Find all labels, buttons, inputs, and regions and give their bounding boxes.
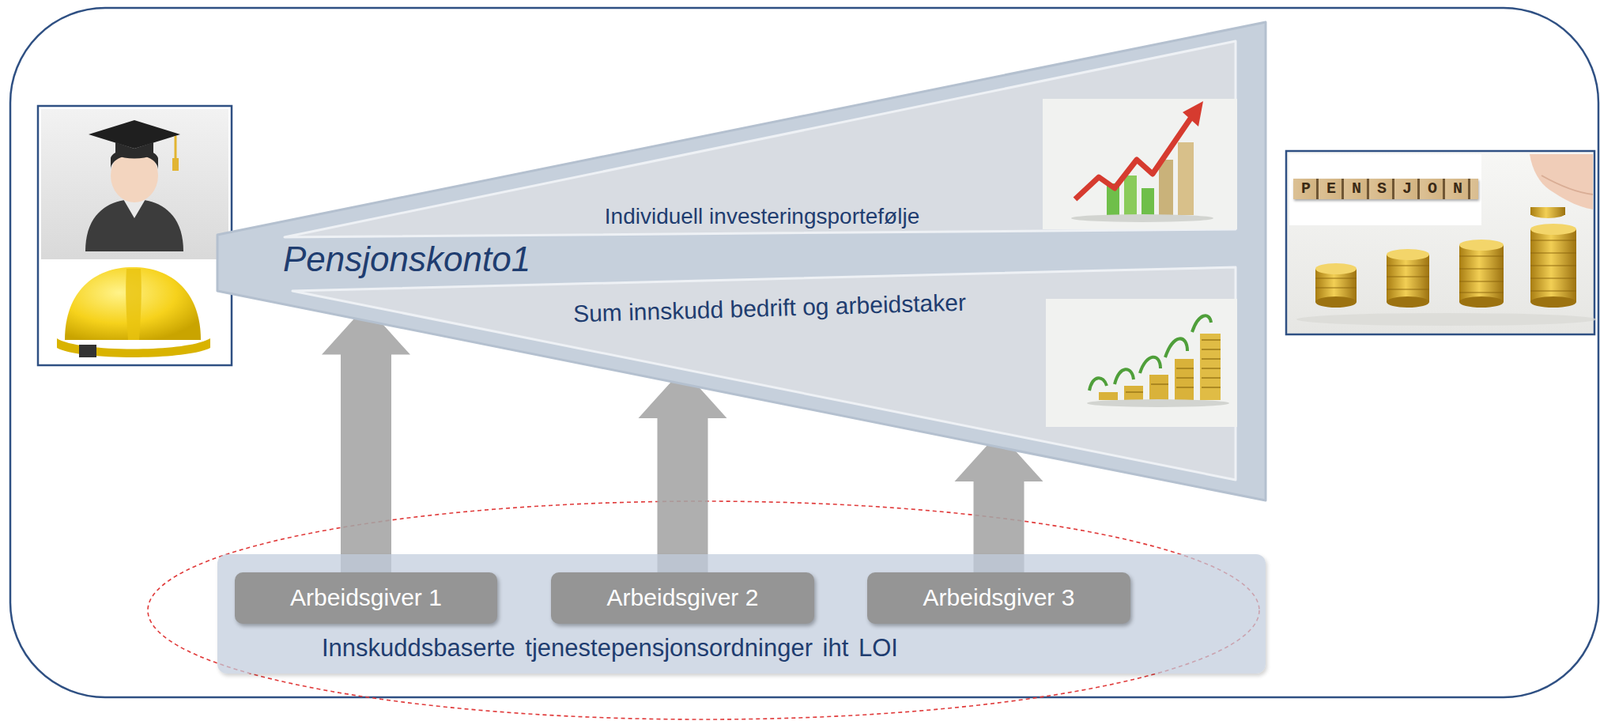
person-icon-part	[115, 142, 154, 159]
coin-growth-picture-part	[1124, 385, 1144, 400]
growth-chart-picture-part	[1158, 159, 1174, 216]
person-icon-part	[85, 199, 184, 252]
pension-photo-part-part	[1386, 296, 1430, 308]
person-icon-part	[56, 338, 211, 358]
person-icon-part	[37, 105, 232, 366]
coin-growth-picture-part	[1045, 298, 1238, 427]
pension-photo-part-part	[1315, 263, 1357, 275]
pension-photo-part	[1529, 154, 1593, 210]
employer-box: Arbeidsgiver 2	[550, 572, 815, 624]
coin-growth-picture	[1045, 298, 1238, 427]
employer-box: Arbeidsgiver 3	[867, 572, 1131, 624]
portfolio-wedge: Individuell investeringsportefølje	[284, 41, 1236, 238]
coin-growth-picture-part	[1098, 392, 1118, 400]
pension-photo-part-part	[1530, 223, 1577, 235]
coin-growth-picture-part	[1086, 399, 1230, 408]
coin-growth-picture-part	[1200, 333, 1221, 400]
pension-photo-part-part	[1459, 245, 1504, 302]
pension-photo-part-part	[1315, 296, 1357, 308]
person-icon-part	[88, 120, 181, 149]
pension-photo	[1286, 150, 1597, 335]
portfolio-wedge-shape-part	[1042, 98, 1238, 230]
node-label: Arbeidsgiver 1	[290, 584, 442, 612]
contribution-wedge: Sum innskudd bedrift og arbeidstaker	[292, 267, 1236, 480]
coin-growth-picture-part	[1174, 358, 1194, 400]
flow-arrow	[638, 369, 728, 573]
growth-chart-picture-part	[1141, 188, 1155, 216]
pension-account-cone: Pensjonskonto1 Individuell investeringspo…	[217, 22, 1266, 501]
pension-photo-part	[1289, 154, 1482, 226]
pension-scheme-band: Innskuddsbaserte tjenestepensjonsordning…	[217, 554, 1266, 674]
person-icon-part	[174, 135, 178, 162]
coin-growth-picture-part	[1149, 374, 1169, 400]
growth-chart-picture-part	[1042, 98, 1238, 230]
pension-photo-part	[1296, 223, 1597, 326]
person-icon-part	[41, 109, 229, 260]
pension-photo-part-part	[1296, 313, 1597, 326]
pension-photo-part-part	[1386, 249, 1430, 261]
pension-photo-part	[1286, 150, 1595, 335]
growth-chart-picture-part	[1177, 142, 1194, 216]
pension-photo-part-part	[1315, 240, 1577, 293]
person-icon-part	[125, 268, 142, 340]
person-icon-part	[79, 344, 97, 358]
pension-photo-part	[1530, 207, 1566, 216]
letter-tiles: PENSJON	[1293, 178, 1479, 200]
node-label: Arbeidsgiver 3	[923, 584, 1076, 612]
employer-box: Arbeidsgiver 1	[234, 572, 498, 624]
growth-chart-picture-part	[1071, 214, 1214, 223]
coin-growth-picture-part	[1125, 339, 1221, 393]
pension-photo-part-part	[1459, 239, 1504, 251]
node-label: Innskuddsbaserte tjenestepensjonsordning…	[321, 633, 899, 663]
growth-chart-picture-part	[1182, 101, 1204, 127]
coin-growth-picture-part	[1089, 315, 1212, 391]
person-icon	[37, 105, 232, 366]
node-label: Arbeidsgiver 2	[607, 584, 759, 612]
growth-chart-picture-part	[1124, 175, 1137, 216]
pension-photo-part	[1541, 175, 1593, 195]
growth-chart-picture	[1042, 98, 1238, 230]
person-icon-part	[64, 267, 201, 340]
node-label: Pensjonskonto1	[283, 239, 531, 280]
pension-photo-part-part	[1386, 254, 1430, 302]
growth-chart-picture-part	[1075, 113, 1194, 200]
pension-photo-part-part	[1459, 296, 1504, 308]
pension-photo-part-part	[1530, 296, 1577, 308]
flow-arrow	[321, 305, 411, 573]
outer-frame	[10, 7, 1599, 698]
person-icon-part	[172, 158, 179, 171]
pension-account-cone-outline	[217, 22, 1266, 501]
node-label: Individuell investeringsportefølje	[604, 203, 920, 230]
